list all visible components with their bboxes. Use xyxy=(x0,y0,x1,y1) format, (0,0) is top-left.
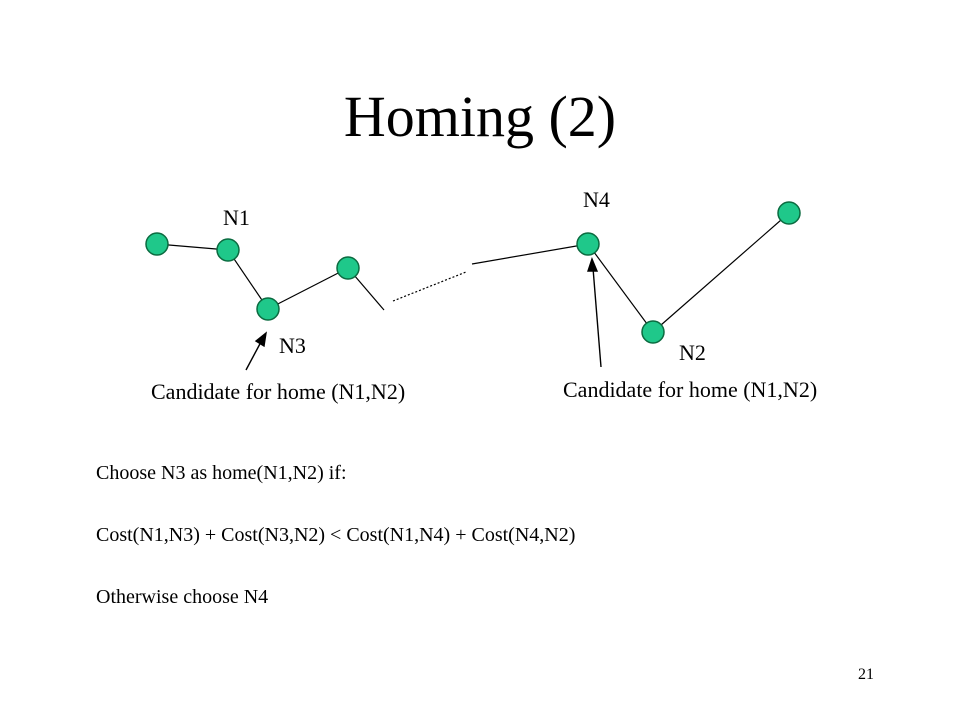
edge-n4-n2 xyxy=(587,243,654,333)
arrow-right-head xyxy=(587,257,599,272)
node-n1 xyxy=(216,238,240,262)
condition-heading: Choose N3 as home(N1,N2) if: xyxy=(96,462,347,484)
node-label-n3: N3 xyxy=(279,333,306,358)
caption-left: Candidate for home (N1,N2) xyxy=(151,379,406,404)
edge-dotted xyxy=(392,271,467,302)
node-label-n2: N2 xyxy=(679,340,706,365)
arrow-left-shaft xyxy=(245,339,263,371)
node-n4 xyxy=(576,232,600,256)
edge-n2-n6 xyxy=(652,212,790,333)
edge-gap-n4 xyxy=(471,243,589,265)
arrow-right-shaft xyxy=(592,267,602,368)
edge-n0-n1 xyxy=(156,243,229,251)
edge-n1-n3 xyxy=(227,249,269,310)
node-unlabeled-mid xyxy=(336,256,360,280)
node-unlabeled-left xyxy=(145,232,169,256)
otherwise-line: Otherwise choose N4 xyxy=(96,586,269,608)
cost-inequality: Cost(N1,N3) + Cost(N3,N2) < Cost(N1,N4) … xyxy=(96,524,576,546)
node-label-n1: N1 xyxy=(223,205,250,230)
arrow-left-head xyxy=(254,331,267,348)
node-n2 xyxy=(641,320,665,344)
node-label-n4: N4 xyxy=(583,187,610,212)
node-unlabeled-right xyxy=(777,201,801,225)
node-n3 xyxy=(256,297,280,321)
edge-n3-n5 xyxy=(267,267,349,310)
slide-title: Homing (2) xyxy=(343,84,617,149)
page-number: 21 xyxy=(858,666,874,683)
caption-right: Candidate for home (N1,N2) xyxy=(563,377,818,402)
